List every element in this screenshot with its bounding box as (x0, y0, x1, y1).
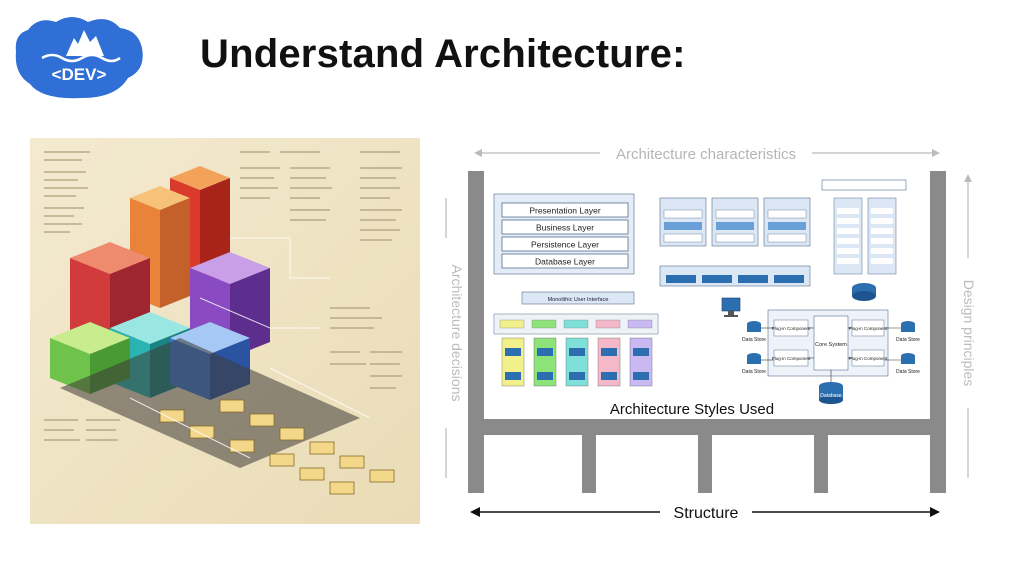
service-api-2 (531, 319, 557, 329)
data-store-label-1: Data Store (742, 337, 766, 343)
slide-title: Understand Architecture: (200, 32, 686, 76)
logo-wave-icon (41, 53, 121, 63)
database-label: Database (820, 393, 842, 399)
plugin-label-1: Plug-in Component (772, 326, 811, 331)
structure-frame (468, 171, 946, 493)
layer-label-database: Database Layer (535, 257, 595, 267)
right-pillar (930, 171, 946, 493)
service-api-4 (595, 319, 621, 329)
isometric-blocks (50, 166, 360, 468)
logo-dev-text: <DEV> (52, 65, 107, 84)
processing-units (659, 197, 811, 287)
computer-icon (721, 297, 741, 317)
core-system-label: Core System (815, 342, 847, 348)
layer-box-persistence (501, 236, 629, 252)
service-api-1 (499, 319, 525, 329)
layer-label-presentation: Presentation Layer (529, 206, 601, 216)
architecture-illustration (30, 138, 420, 524)
monolithic-ui-label: Monolithic User Interface (548, 297, 609, 303)
layer-box-presentation (501, 202, 629, 218)
layer-box-database (501, 253, 629, 269)
top-label: Architecture characteristics (616, 146, 796, 163)
virtualized-middleware (659, 265, 811, 287)
floor-beam (468, 419, 946, 435)
monolithic-ui-box (521, 291, 635, 305)
bottom-label: Structure (674, 505, 739, 522)
bottom-arrow-head-right (930, 507, 940, 517)
layer-label-business: Business Layer (536, 223, 594, 233)
illustration-wires (129, 237, 371, 459)
left-pillar (468, 171, 484, 493)
layer-box-business (501, 219, 629, 235)
microkernel-architecture: Core System Plug-in Component Plug-in Co… (742, 309, 920, 404)
layer-label-persistence: Persistence Layer (531, 240, 599, 250)
right-label: Design principles (961, 280, 977, 387)
illustration-text-lines (44, 151, 402, 441)
isometric-small-boxes (159, 399, 395, 495)
service-based-architecture: Monolithic User Interface (493, 291, 659, 387)
service-api-3 (563, 319, 589, 329)
right-arrow-head (964, 174, 972, 182)
support-leg-1 (582, 435, 596, 493)
support-leg-2 (698, 435, 712, 493)
architecture-diagram: Architecture characteristics Architectur… (445, 146, 977, 522)
top-arrow-head-left (474, 149, 482, 157)
support-leg-3 (814, 435, 828, 493)
core-system-box (813, 315, 849, 371)
data-store-label-4: Data Store (896, 369, 920, 375)
left-label: Architecture decisions (449, 265, 465, 402)
logo-ocean-text: OCEAN (59, 87, 99, 99)
service-api-5 (627, 319, 653, 329)
top-arrow-head-right (932, 149, 940, 157)
plugin-label-4: Plug-in Component (849, 356, 888, 361)
dev-ocean-logo: <DEV> OCEAN (15, 17, 143, 99)
plugin-label-3: Plug-in Component (849, 326, 888, 331)
bottom-arrow-head-left (470, 507, 480, 517)
styles-caption: Architecture Styles Used (610, 401, 774, 418)
logo-island-icon (66, 30, 104, 56)
data-store-label-3: Data Store (896, 337, 920, 343)
plugin-label-2: Plug-in Component (772, 356, 811, 361)
layered-architecture: Presentation Layer Business Layer Persis… (493, 193, 635, 275)
service-components-column (821, 179, 907, 301)
data-store-label-2: Data Store (742, 369, 766, 375)
logo-cloud-shape (15, 17, 143, 99)
